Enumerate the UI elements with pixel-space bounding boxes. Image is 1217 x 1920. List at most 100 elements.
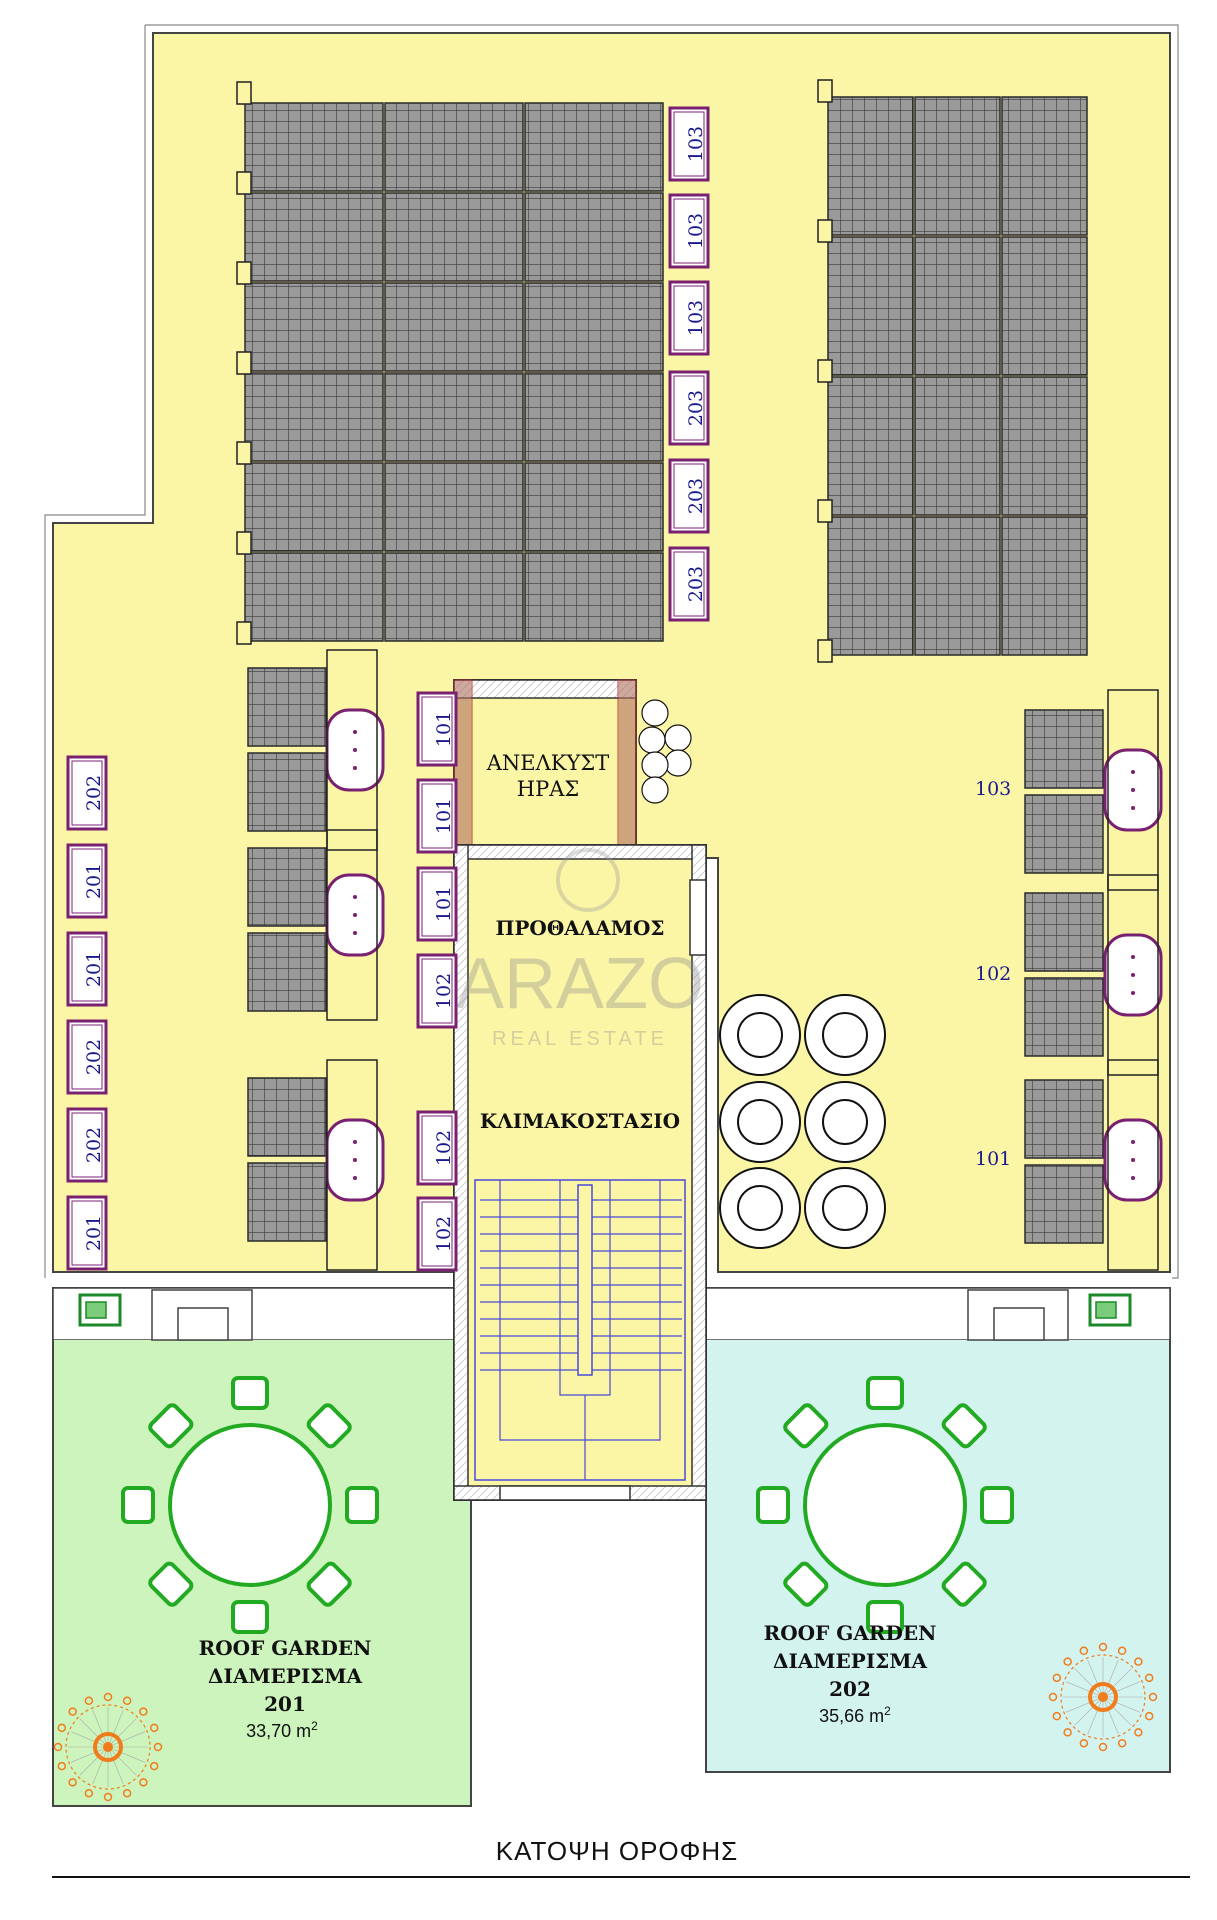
heater-frame	[1107, 874, 1159, 1076]
plant-rib	[79, 1718, 109, 1748]
solar-panel	[524, 462, 664, 552]
plant-rib	[107, 1746, 146, 1763]
watermark-tagline: REAL ESTATE	[492, 1028, 668, 1050]
unit-tag	[66, 1019, 108, 1095]
chair	[783, 1403, 829, 1449]
unit-tag	[66, 1195, 108, 1271]
chair	[345, 1486, 379, 1524]
panel-mount	[817, 79, 833, 103]
solar-panel	[827, 236, 914, 376]
plant-leaf	[84, 1696, 94, 1706]
plant-rib	[1074, 1696, 1104, 1726]
plant-leaf	[1048, 1692, 1058, 1702]
solar-panel	[244, 102, 384, 192]
plant-core	[93, 1732, 123, 1762]
heater-dot	[1131, 806, 1135, 810]
solar-panel	[244, 282, 384, 372]
elevator-label-line2: ΗΡΑΣ	[517, 777, 579, 801]
unit-tag-inner	[421, 696, 453, 762]
plant-leaf	[139, 1707, 148, 1716]
small-tank	[641, 699, 669, 727]
plant-leaf	[1052, 1673, 1062, 1683]
chair	[866, 1600, 904, 1634]
panel-mount	[236, 261, 252, 285]
solar-panel	[384, 282, 524, 372]
solar-panel	[524, 372, 664, 462]
unit-tag	[416, 866, 458, 942]
stairwell-label: ΚΛΙΜΑΚΟΣΤΑΣΙΟ	[480, 1109, 680, 1133]
chair	[980, 1486, 1014, 1524]
plant-leaf	[68, 1778, 77, 1787]
panel-mount	[817, 639, 833, 663]
solar-panel	[827, 516, 914, 656]
water-tank-inner	[737, 1099, 783, 1145]
plant-leaf	[1098, 1742, 1108, 1752]
water-tank	[804, 1081, 886, 1163]
solar-panel	[384, 372, 524, 462]
water-tank	[804, 994, 886, 1076]
unit-tag-inner	[673, 198, 705, 264]
heater-dot	[1131, 991, 1135, 995]
plant-rib	[107, 1718, 137, 1748]
chair	[306, 1561, 352, 1607]
heater-collector	[1024, 794, 1104, 874]
unit-tag	[66, 931, 108, 1007]
water-tank-inner	[737, 1012, 783, 1058]
heater-dot	[1131, 1158, 1135, 1162]
plant-rib	[107, 1709, 124, 1748]
heater-dot	[353, 1176, 357, 1180]
unit-tag-label: 203	[685, 566, 707, 602]
chair	[231, 1376, 269, 1410]
unit-tag-inner	[421, 1201, 453, 1267]
unit-tag-inner	[673, 551, 705, 617]
water-tanks	[638, 699, 886, 1249]
plant-leaf	[1079, 1738, 1089, 1748]
unit-tag-inner	[421, 958, 453, 1024]
solar-panel	[524, 102, 664, 192]
plant-rib	[107, 1731, 146, 1748]
heater-unit-label: 103	[975, 778, 1011, 800]
plant-leaf	[103, 1692, 113, 1702]
heater-dot	[353, 766, 357, 770]
building-outline	[44, 24, 1179, 1279]
unit-tag	[416, 1196, 458, 1272]
solar-panel	[384, 552, 524, 642]
solar-panel	[1001, 376, 1088, 516]
garden-202-area: 35,66 m2	[819, 1704, 891, 1726]
unit-tag	[668, 370, 710, 446]
garden-201-line1: ROOF GARDEN	[199, 1636, 372, 1660]
garden-label-202: ROOF GARDEN ΔΙΑΜΕΡΙΣΜΑ 202 35,66 m2	[764, 1621, 937, 1726]
unit-tag	[668, 106, 710, 182]
water-tank-inner	[822, 1185, 868, 1231]
unit-tag	[66, 755, 108, 831]
unit-tag-inner	[421, 1115, 453, 1181]
garden-202-line2: ΔΙΑΜΕΡΙΣΜΑ	[773, 1649, 927, 1673]
garden-label-201: ROOF GARDEN ΔΙΑΜΕΡΙΣΜΑ 201 33,70 m2	[199, 1636, 372, 1741]
staircase	[474, 1179, 686, 1481]
drawing-title: ΚΑΤΟΨΗ ΟΡΟΦΗΣ	[496, 1836, 739, 1866]
solar-panel	[914, 236, 1001, 376]
heater-dot	[1131, 1176, 1135, 1180]
solar-panel	[914, 516, 1001, 656]
panel-mount	[236, 621, 252, 645]
chair	[941, 1561, 987, 1607]
heater-collector	[1024, 892, 1104, 972]
plant-leaf	[1144, 1711, 1154, 1721]
plant-rib	[70, 1746, 109, 1763]
garden-202-line1: ROOF GARDEN	[764, 1621, 937, 1645]
panel-mount	[236, 171, 252, 195]
heater-collector	[247, 847, 327, 927]
plant-leaf	[68, 1707, 77, 1716]
plant-rib	[92, 1746, 109, 1785]
chair	[941, 1403, 987, 1449]
unit-tag-label: 201	[83, 1215, 105, 1251]
heater-dot	[353, 748, 357, 752]
plant-center	[103, 1742, 113, 1752]
small-tank	[664, 724, 692, 752]
panel-mount	[236, 441, 252, 465]
heater-frame	[326, 649, 378, 851]
water-tank	[719, 1081, 801, 1163]
plant-leaf	[1134, 1728, 1143, 1737]
plant-leaf	[1052, 1711, 1062, 1721]
